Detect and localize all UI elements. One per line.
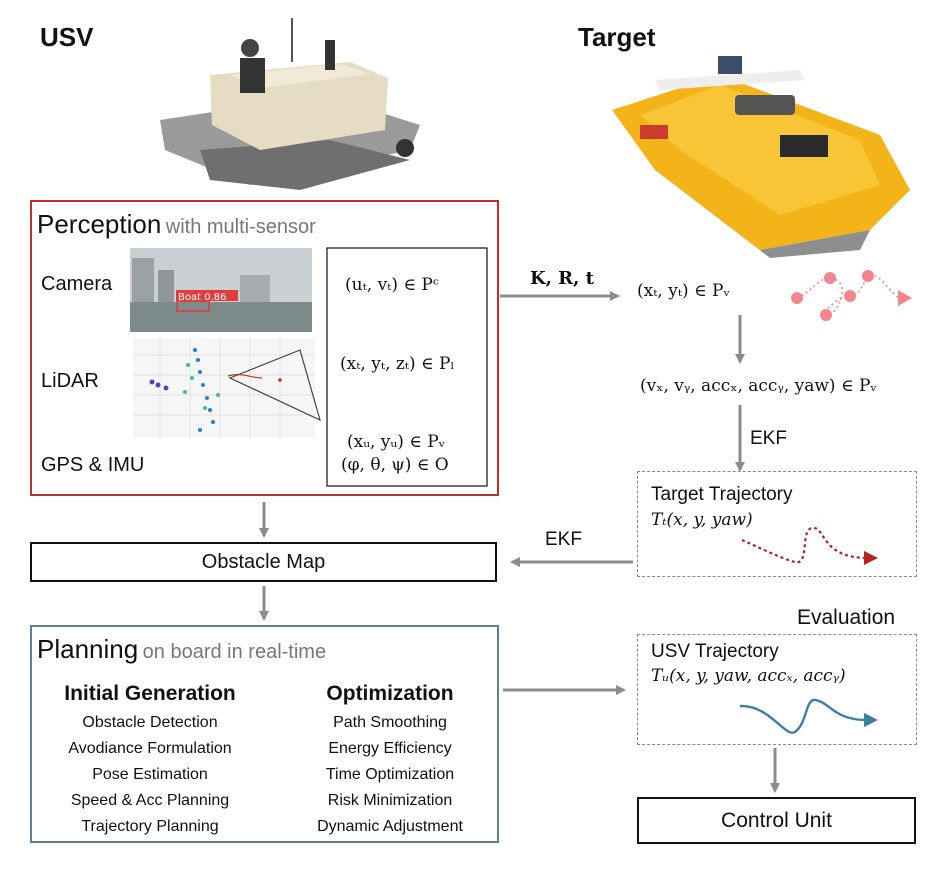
usv-boat-image (160, 18, 420, 190)
sensor-lidar: LiDAR (41, 370, 99, 392)
eq-gps: (xᵤ, yᵤ) ∈ Pᵥ (347, 432, 445, 452)
optimization-item: Energy Efficiency (328, 740, 452, 757)
usv-trajectory-title: USV Trajectory (651, 641, 779, 662)
initial-item: Obstacle Detection (82, 714, 218, 731)
obstacle-map-box: Obstacle Map (30, 542, 497, 582)
usv-header: USV (40, 22, 94, 52)
optimization-item: Path Smoothing (333, 714, 447, 731)
sensor-camera: Camera (41, 273, 113, 295)
target-trajectory-title: Target Trajectory (651, 484, 793, 505)
control-unit-label: Control Unit (721, 808, 832, 832)
initial-item: Speed & Acc Planning (70, 792, 230, 809)
initial-item: Pose Estimation (92, 766, 208, 783)
perception-heading: Perception with multi-sensor (37, 209, 316, 240)
sensor-gps-imu: GPS & IMU (41, 454, 145, 476)
world-point: (xₜ, yₜ) ∈ Pᵥ (637, 281, 730, 301)
initial-generation-heading: Initial Generation (64, 682, 236, 705)
target-points-path (791, 270, 912, 321)
optimization-heading: Optimization (326, 682, 454, 705)
perception-box (30, 200, 499, 496)
target-boat-image (612, 56, 910, 258)
eq-camera: (uₜ, vₜ) ∈ Pᶜ (345, 275, 439, 295)
optimization-item: Risk Minimization (327, 792, 453, 809)
usv-trajectory-curve (739, 698, 867, 734)
optimization-column: Optimization Path Smoothing Energy Effic… (285, 682, 495, 840)
obstacle-map-label: Obstacle Map (201, 550, 326, 573)
target-trajectory-formula: Tₜ(x, y, yaw) (651, 510, 753, 530)
equation-box (326, 247, 488, 487)
ekf-label-horizontal: EKF (545, 529, 582, 550)
transform-label: K, R, t (530, 268, 594, 289)
target-header: Target (578, 22, 656, 52)
perception-subtitle: with multi-sensor (165, 216, 316, 238)
usv-trajectory-box (637, 634, 917, 745)
perception-title: Perception (37, 209, 162, 239)
optimization-item: Time Optimization (325, 766, 455, 783)
planning-box (30, 625, 499, 843)
optimization-item: Dynamic Adjustment (317, 818, 463, 835)
initial-item: Avodiance Formulation (68, 740, 232, 757)
planning-subtitle: on board in real-time (142, 641, 327, 663)
planning-heading: Planning on board in real-time (37, 634, 326, 665)
state-vector: (vₓ, vᵧ, accₓ, accᵧ, yaw) ∈ Pᵥ (640, 376, 877, 396)
control-unit-box: Control Unit (637, 797, 916, 844)
lidar-image (133, 338, 321, 438)
camera-image (130, 248, 312, 332)
target-trajectory-box (637, 471, 917, 577)
target-trajectory-arrowhead (864, 551, 878, 565)
eq-imu: (φ, θ, ψ) ∈ O (341, 455, 449, 475)
usv-trajectory-formula: Tᵤ(x, y, yaw, accₓ, accᵧ) (651, 666, 846, 686)
usv-trajectory-arrowhead (864, 713, 878, 727)
eq-lidar: (xₜ, yₜ, zₜ) ∈ Pₗ (340, 354, 455, 374)
initial-generation-column: Initial Generation Obstacle Detection Av… (40, 682, 260, 840)
ekf-label-vertical: EKF (750, 428, 787, 449)
initial-item: Trajectory Planning (81, 818, 219, 835)
evaluation-label: Evaluation (797, 606, 896, 629)
detection-label: Boat 0.86 (178, 292, 226, 303)
planning-title: Planning (37, 634, 139, 664)
